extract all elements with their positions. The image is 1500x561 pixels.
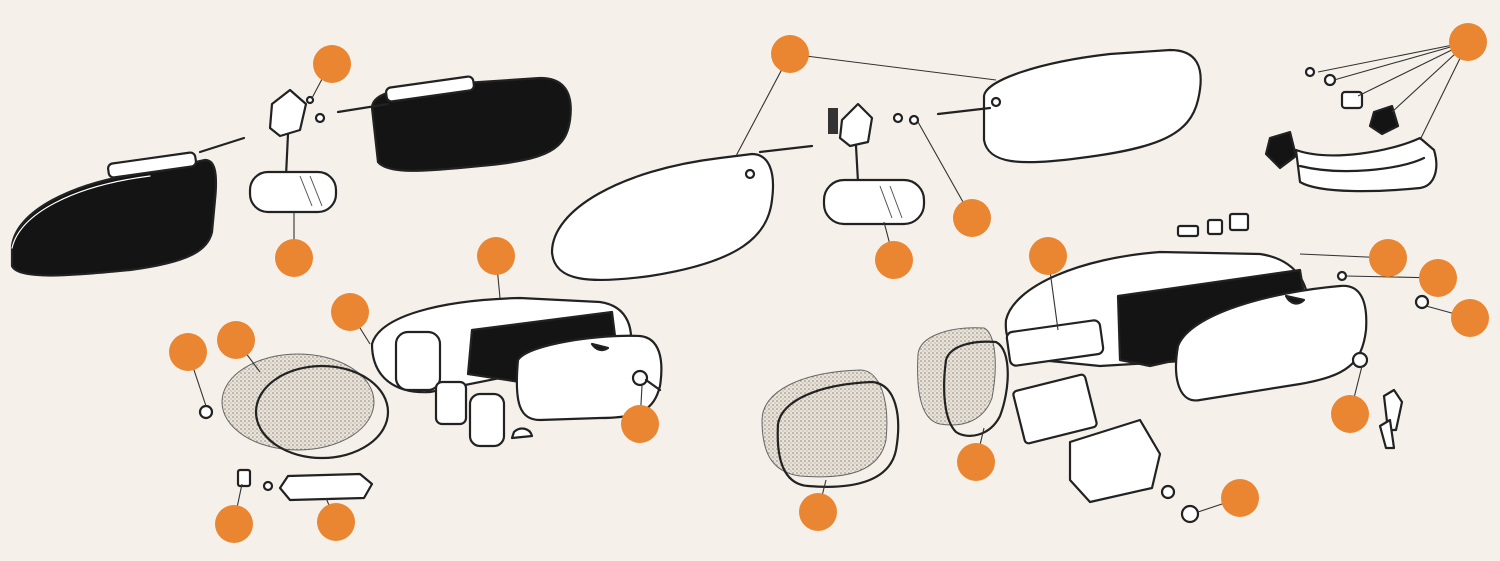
callout-dot-icon[interactable] (875, 241, 913, 279)
callout-dot-icon[interactable] (1449, 23, 1487, 61)
small-parts-left (236, 468, 374, 502)
callout-dot-icon[interactable] (313, 45, 351, 83)
left-sun-visor-dark-right (336, 75, 572, 172)
speaker-grille-right (761, 369, 900, 488)
left-sun-visor-dark (10, 136, 246, 277)
center-sun-visor-lower (550, 144, 814, 282)
glove-box-lid-left (515, 334, 663, 422)
callout-dot-icon[interactable] (621, 405, 659, 443)
callout-dot-icon[interactable] (217, 321, 255, 359)
callout-dot-icon[interactable] (771, 35, 809, 73)
callout-markers (169, 23, 1489, 543)
callout-dot-icon[interactable] (1451, 299, 1489, 337)
mirror-bracket-left (268, 88, 326, 178)
callout-dot-icon[interactable] (1369, 239, 1407, 277)
rear-view-mirror-left (248, 170, 338, 214)
callout-dot-icon[interactable] (215, 505, 253, 543)
callout-dot-icon[interactable] (317, 503, 355, 541)
center-sun-visor-upper (936, 48, 1202, 164)
callout-dot-icon[interactable] (953, 199, 991, 237)
callout-dot-icon[interactable] (1419, 259, 1457, 297)
callout-dot-icon[interactable] (1331, 395, 1369, 433)
speaker-grille-left (198, 353, 390, 460)
callout-dot-icon[interactable] (169, 333, 207, 371)
small-parts-right (1176, 212, 1430, 310)
grab-handle (1264, 66, 1438, 193)
mirror-bracket-center (828, 102, 920, 184)
speaker-grille-right-small (917, 327, 1009, 437)
callout-dot-icon[interactable] (799, 493, 837, 531)
callout-dot-icon[interactable] (1221, 479, 1259, 517)
glove-box-lid-right (1174, 284, 1404, 450)
callout-dot-icon[interactable] (1029, 237, 1067, 275)
callout-dot-icon[interactable] (331, 293, 369, 331)
callout-dot-icon[interactable] (477, 237, 515, 275)
rear-view-mirror-center (822, 178, 926, 226)
callout-dot-icon[interactable] (957, 443, 995, 481)
callout-dot-icon[interactable] (275, 239, 313, 277)
